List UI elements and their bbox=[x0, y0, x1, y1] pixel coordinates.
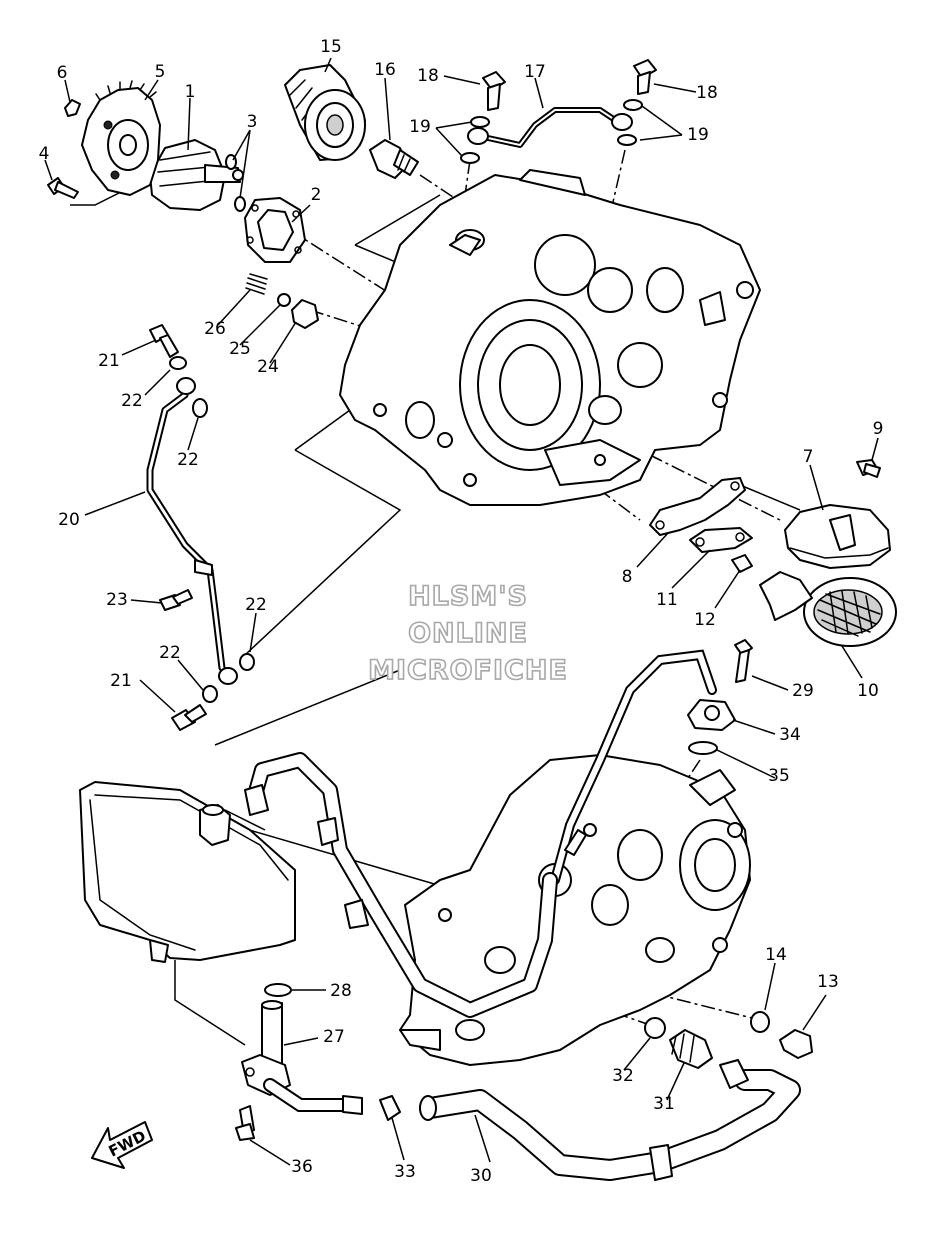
washer-14 bbox=[750, 1011, 770, 1033]
callout-18-right: 18 bbox=[696, 83, 718, 103]
callout-29: 29 bbox=[792, 681, 814, 701]
callout-34: 34 bbox=[779, 725, 801, 745]
oil-pipe-17 bbox=[467, 107, 633, 148]
callout-23: 23 bbox=[106, 590, 128, 610]
callout-9: 9 bbox=[873, 419, 884, 439]
callout-35: 35 bbox=[768, 766, 790, 786]
o-ring-28 bbox=[264, 983, 292, 997]
oil-fitting-16 bbox=[369, 139, 419, 179]
oil-pipe-27 bbox=[241, 1000, 363, 1115]
callout-12: 12 bbox=[694, 610, 716, 630]
bolt-21b bbox=[171, 704, 207, 731]
callout-2: 2 bbox=[311, 185, 322, 205]
callout-13: 13 bbox=[817, 972, 839, 992]
callout-21-bottom: 21 bbox=[110, 671, 132, 691]
callout-labels: 1 2 3 4 5 6 7 8 9 10 11 12 13 14 15 16 1… bbox=[39, 37, 884, 1186]
callout-6: 6 bbox=[57, 63, 68, 83]
callout-25: 25 bbox=[229, 339, 251, 359]
fitting-31 bbox=[669, 1029, 713, 1069]
callout-3: 3 bbox=[247, 112, 258, 132]
washers-19 bbox=[460, 99, 643, 164]
banjo-bolt-18b bbox=[633, 59, 657, 95]
callout-7: 7 bbox=[803, 447, 814, 467]
hose-to-fitting-34 bbox=[550, 649, 717, 885]
callout-22-a: 22 bbox=[121, 391, 143, 411]
bolt-21a bbox=[149, 324, 179, 358]
callout-36: 36 bbox=[291, 1157, 313, 1177]
callout-22-b: 22 bbox=[177, 450, 199, 470]
callout-30: 30 bbox=[470, 1166, 492, 1186]
circlip-6 bbox=[64, 99, 81, 117]
callout-22-c: 22 bbox=[245, 595, 267, 615]
oil-tank-hose bbox=[244, 752, 558, 1018]
oil-strainer-10 bbox=[759, 571, 897, 647]
oil-filter-15 bbox=[284, 64, 366, 161]
callout-8: 8 bbox=[622, 567, 633, 587]
upper-crankcase bbox=[339, 169, 761, 506]
watermark-line-3: MICROFICHE bbox=[368, 655, 568, 686]
watermark-line-2: ONLINE bbox=[408, 618, 528, 649]
callout-10: 10 bbox=[857, 681, 879, 701]
spring-26 bbox=[245, 273, 268, 295]
plug-24 bbox=[291, 299, 319, 329]
callout-11: 11 bbox=[656, 590, 678, 610]
oil-tank bbox=[79, 781, 296, 963]
callout-17: 17 bbox=[524, 62, 546, 82]
callout-31: 31 bbox=[653, 1094, 675, 1114]
clamp-33 bbox=[379, 1095, 401, 1121]
callout-24: 24 bbox=[257, 357, 279, 377]
watermark-line-1: HLSM'S bbox=[408, 581, 528, 612]
callout-22-d: 22 bbox=[159, 643, 181, 663]
callout-5: 5 bbox=[155, 62, 166, 82]
bolt-9 bbox=[856, 459, 881, 478]
callout-21-top: 21 bbox=[98, 351, 120, 371]
callout-26: 26 bbox=[204, 319, 226, 339]
banjo-bolt-18a bbox=[482, 71, 506, 111]
callout-15: 15 bbox=[320, 37, 342, 57]
callout-4: 4 bbox=[39, 144, 50, 164]
bolt-4 bbox=[47, 177, 79, 199]
plate-11 bbox=[689, 527, 753, 553]
bolt-23 bbox=[159, 589, 193, 611]
washers-22 bbox=[169, 356, 255, 703]
hose-fitting-34 bbox=[687, 699, 736, 731]
callout-16: 16 bbox=[374, 60, 396, 80]
watermark: HLSM'S ONLINE MICROFICHE bbox=[367, 580, 568, 687]
gasket-8 bbox=[649, 477, 746, 536]
leader-lines bbox=[44, 57, 879, 1166]
callout-19-left: 19 bbox=[409, 117, 431, 137]
oil-hose-30 bbox=[419, 1059, 801, 1181]
drain-bolt-13 bbox=[779, 1029, 813, 1059]
washer-32 bbox=[644, 1017, 666, 1039]
ball-25 bbox=[277, 293, 291, 307]
fwd-arrow: FWD bbox=[91, 1121, 153, 1169]
callout-14: 14 bbox=[765, 945, 787, 965]
bolt-12 bbox=[731, 554, 753, 573]
oil-pump-gear-5 bbox=[81, 80, 161, 196]
callout-18-left: 18 bbox=[417, 66, 439, 86]
callout-33: 33 bbox=[394, 1162, 416, 1182]
callout-1: 1 bbox=[185, 82, 196, 102]
callout-19-right: 19 bbox=[687, 125, 709, 145]
o-ring-35 bbox=[688, 741, 718, 755]
oil-pump-1 bbox=[149, 139, 244, 211]
callout-27: 27 bbox=[323, 1027, 345, 1047]
lower-crankcase bbox=[399, 754, 751, 1066]
callout-20: 20 bbox=[58, 510, 80, 530]
callout-32: 32 bbox=[612, 1066, 634, 1086]
callout-28: 28 bbox=[330, 981, 352, 1001]
bolt-29 bbox=[734, 639, 753, 683]
bolt-36 bbox=[235, 1105, 255, 1141]
strainer-cover-7 bbox=[784, 504, 891, 569]
gasket-2 bbox=[244, 197, 306, 263]
oil-pipe-20 bbox=[146, 377, 238, 685]
